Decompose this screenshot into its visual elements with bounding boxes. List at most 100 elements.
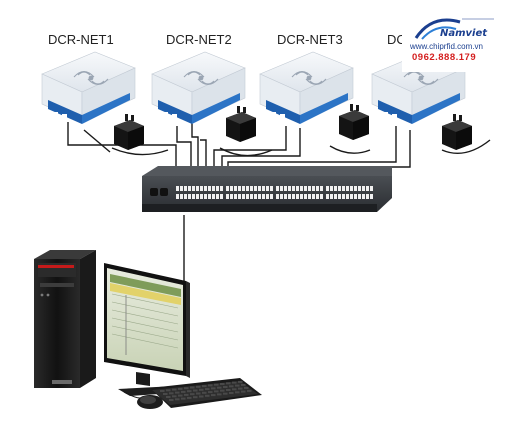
keyboard-key — [211, 394, 216, 397]
keyboard-key — [238, 380, 243, 383]
switch-port — [188, 186, 191, 191]
switch-port — [292, 186, 295, 191]
switch-port — [176, 194, 179, 199]
switch-port — [288, 194, 291, 199]
switch-port — [262, 194, 265, 199]
brand-name: Namviet — [440, 28, 488, 39]
switch-port — [308, 194, 311, 199]
keyboard-key — [184, 393, 189, 396]
switch-port — [220, 194, 223, 199]
keyboard-key — [214, 390, 219, 393]
switch-port — [204, 186, 207, 191]
switch-port — [370, 194, 373, 199]
switch-port — [216, 186, 219, 191]
switch-port — [350, 194, 353, 199]
switch-port — [354, 194, 357, 199]
keyboard-key — [220, 389, 225, 392]
switch-port — [304, 194, 307, 199]
rfid-reader-2 — [151, 51, 246, 125]
switch-port — [312, 186, 315, 191]
switch-port — [192, 186, 195, 191]
switch-port — [362, 186, 365, 191]
keyboard-key — [169, 399, 174, 401]
switch-port — [254, 186, 257, 191]
keyboard-key — [217, 393, 222, 396]
switch-port — [300, 194, 303, 199]
device-label-3: DCR-NET3 — [277, 32, 343, 47]
switch-port — [234, 186, 237, 191]
switch-port — [296, 186, 299, 191]
keyboard-key — [226, 389, 231, 391]
switch-port — [230, 194, 233, 199]
switch-port — [312, 194, 315, 199]
switch-port — [346, 194, 349, 199]
keyboard-key — [193, 389, 198, 392]
keyboard-key — [181, 390, 186, 393]
switch-port — [296, 194, 299, 199]
keyboard-key — [193, 396, 198, 399]
switch-port — [208, 186, 211, 191]
keyboard-key — [187, 390, 192, 393]
switch-port — [200, 186, 203, 191]
switch-port — [204, 194, 207, 199]
keyboard-key — [229, 385, 234, 388]
switch-port — [326, 186, 329, 191]
switch-port — [270, 186, 273, 191]
switch-port — [196, 194, 199, 199]
keyboard-key — [187, 396, 192, 399]
desktop-tower — [34, 250, 96, 388]
switch-port — [184, 186, 187, 191]
keyboard-key — [238, 387, 243, 390]
keyboard-key — [214, 383, 219, 386]
switch-port — [246, 186, 249, 191]
keyboard-key — [169, 392, 174, 395]
keyboard-key — [202, 385, 207, 388]
switch-port — [316, 194, 319, 199]
switch-port — [320, 194, 323, 199]
mouse — [123, 391, 163, 409]
switch-port — [320, 186, 323, 191]
brand-watermark: Namviet www.chiprfid.com.vn 0962.888.179 — [402, 14, 507, 72]
keyboard-key — [175, 398, 180, 401]
switch-port — [238, 194, 241, 199]
keyboard-key — [208, 384, 213, 387]
keyboard-key — [205, 394, 210, 397]
keyboard-key — [163, 393, 168, 395]
keyboard-key — [199, 388, 204, 391]
switch-port — [220, 186, 223, 191]
switch-port — [250, 186, 253, 191]
switch-port — [354, 186, 357, 191]
keyboard-key — [211, 387, 216, 390]
keyboard-key — [208, 391, 213, 394]
switch-port — [362, 194, 365, 199]
switch-port — [284, 194, 287, 199]
keyboard-key — [172, 388, 177, 391]
switch-port — [176, 186, 179, 191]
brand-url: www.chiprfid.com.vn — [410, 42, 483, 51]
keyboard-key — [244, 386, 249, 389]
keyboard — [150, 378, 262, 408]
power-adapter-3 — [339, 104, 369, 140]
keyboard-key — [181, 397, 186, 400]
keyboard-key — [220, 383, 225, 385]
switch-port — [366, 186, 369, 191]
switch-port — [346, 186, 349, 191]
keyboard-key — [235, 391, 240, 394]
switch-port — [226, 186, 229, 191]
keyboard-key — [196, 385, 201, 388]
brand-logo-icon — [402, 14, 507, 72]
switch-port — [338, 186, 341, 191]
keyboard-key — [175, 391, 180, 394]
keyboard-key — [190, 393, 195, 396]
device-label-2: DCR-NET2 — [166, 32, 232, 47]
rfid-reader-3 — [259, 51, 354, 125]
brand-phone: 0962.888.179 — [412, 52, 477, 63]
keyboard-key — [172, 395, 177, 398]
switch-port — [242, 186, 245, 191]
switch-port — [292, 194, 295, 199]
keyboard-key — [235, 384, 240, 387]
switch-port — [304, 186, 307, 191]
keyboard-key — [184, 387, 189, 390]
switch-port — [288, 186, 291, 191]
